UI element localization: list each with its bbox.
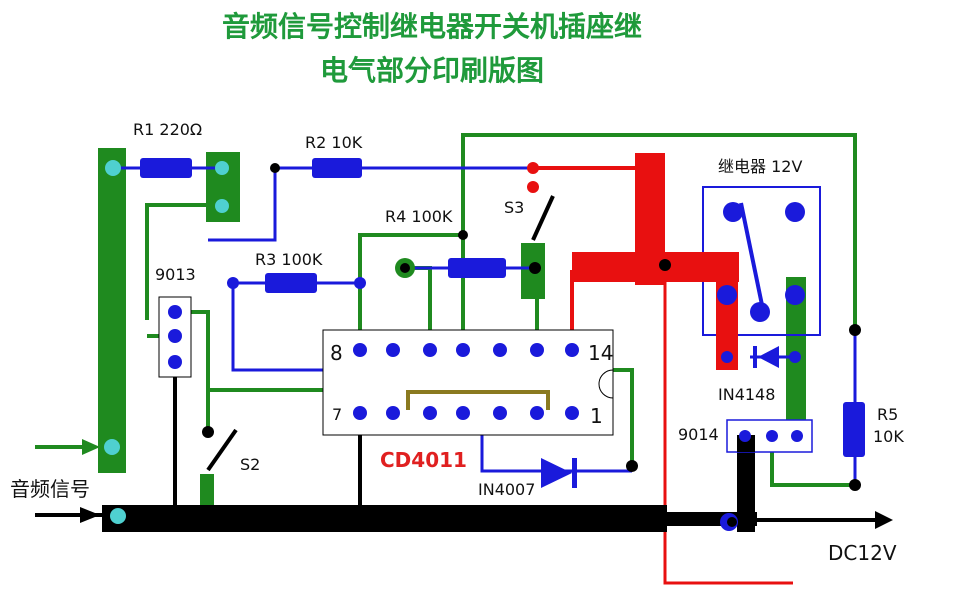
r2-resistor [312,158,362,178]
r2-label: R2 10K [305,133,363,152]
r3-label: R3 100K [255,250,323,269]
audio-arrow-head [80,507,100,523]
t9014-label: 9014 [678,425,719,444]
r4-label: R4 100K [385,207,453,226]
green-arrow-head [82,439,100,455]
red-traces [572,153,739,370]
s3-lever [531,195,555,241]
s2-label: S2 [240,455,260,474]
s2-switch-pad [200,474,214,506]
r1-resistor [140,158,192,178]
r4-resistor [448,258,506,278]
in4148-label: IN4148 [718,385,775,404]
s3-label: S3 [504,198,524,217]
pin8-label: 8 [330,341,343,365]
pin7-label: 7 [332,405,342,424]
r5-name-label: R5 [877,405,898,424]
r5-value-label: 10K [873,427,904,446]
ground-bus [102,505,667,532]
r5-resistor [843,402,865,457]
pin1-label: 1 [590,404,603,428]
9014-emitter-bar [737,435,755,532]
ic-pins [353,343,579,420]
ic-olive-link [406,390,550,410]
relay-label: 继电器 12V [718,157,802,176]
pads [104,160,861,531]
audio-input-label: 音频信号 [10,477,90,501]
r1-label: R1 220Ω [133,120,202,139]
audio-input-rail [98,148,126,473]
title-line1: 音频信号控制继电器开关机插座继 [222,10,642,43]
title-line2: 电气部分印刷版图 [320,54,544,87]
r3-resistor [265,273,317,293]
s2-lever [206,428,238,472]
in4007-diode [541,458,572,488]
pin14-label: 14 [588,341,613,365]
dc-label: DC12V [828,541,897,565]
dc-arrow-head [875,511,893,529]
ic-name-label: CD4011 [380,448,467,472]
in4148-diode [758,346,779,368]
t9013-label: 9013 [155,265,196,284]
in4007-label: IN4007 [478,480,535,499]
